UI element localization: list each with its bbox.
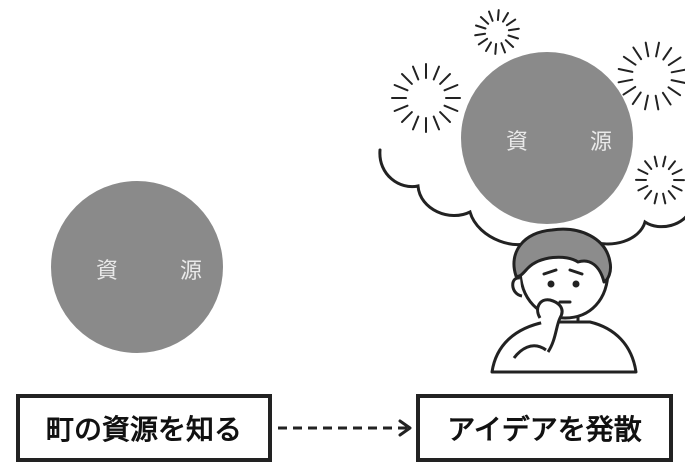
dashed-arrow-connector xyxy=(278,419,412,437)
know-resources-box: 町の資源を知る xyxy=(16,394,272,462)
thinking-person-icon xyxy=(490,227,638,374)
right-resource-circle xyxy=(461,52,633,224)
thought-cloud-icon xyxy=(378,148,685,247)
diverge-ideas-box: アイデアを発散 xyxy=(416,394,673,462)
sparkle-burst-icon xyxy=(635,155,685,205)
know-resources-label: 町の資源を知る xyxy=(45,413,242,446)
diverge-ideas-label: アイデアを発散 xyxy=(447,413,642,446)
right-circle-label: 資 源 xyxy=(506,130,633,155)
sparkle-burst-group xyxy=(391,9,685,205)
left-circle-label: 資 源 xyxy=(96,259,223,284)
sparkle-burst-icon xyxy=(474,9,520,55)
left-resource-circle xyxy=(51,181,223,353)
sparkle-burst-icon xyxy=(617,41,685,111)
sparkle-burst-icon xyxy=(391,63,461,133)
